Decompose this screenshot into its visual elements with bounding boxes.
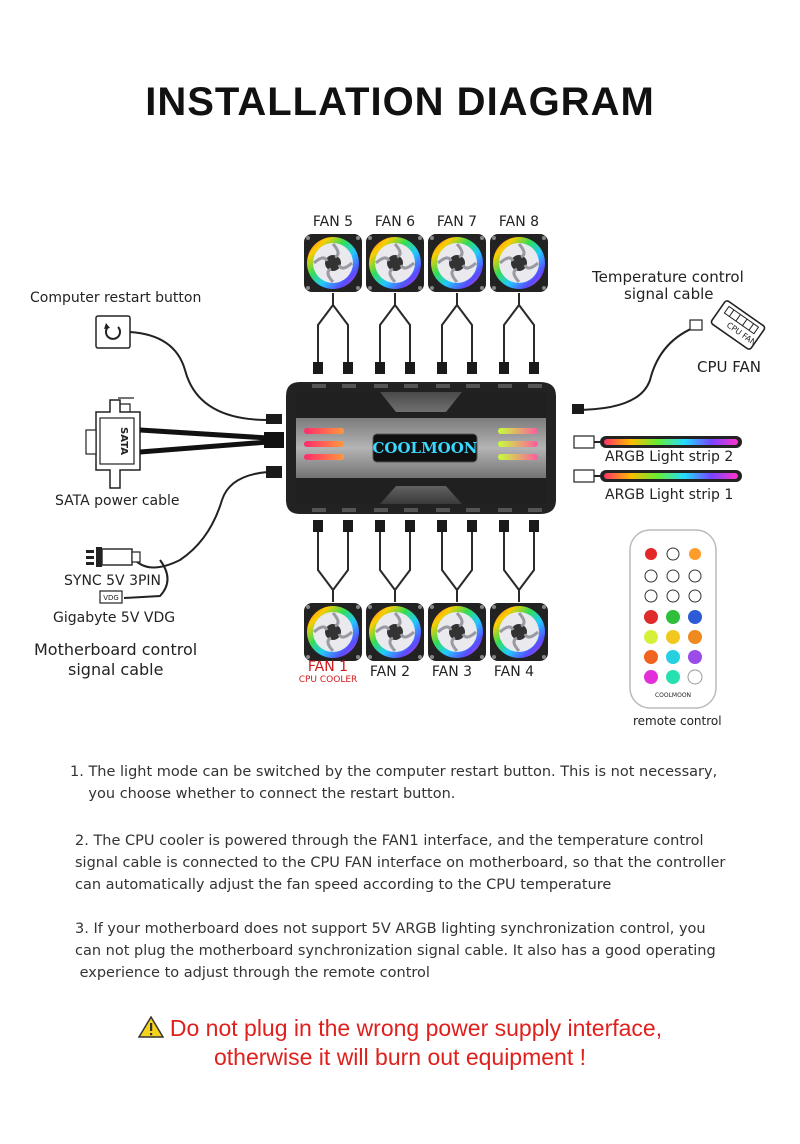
fan-1-label: FAN 1 — [307, 659, 349, 675]
restart-button-icon — [95, 315, 131, 349]
argb-strip-2-icon — [573, 435, 742, 449]
sync-hub-plug — [266, 466, 282, 478]
bottom-fan-connectors — [313, 520, 539, 532]
top-fan-cables — [317, 293, 535, 362]
motherboard-label-1: Motherboard control — [34, 640, 198, 659]
fan-2-label: FAN 2 — [369, 664, 411, 680]
argb-strip-2-label: ARGB Light strip 2 — [605, 449, 734, 465]
hub-brand: COOLMOON — [372, 439, 477, 457]
sync-label: SYNC 5V 3PIN — [64, 573, 162, 589]
warning-line-2: otherwise it will burn out equipment ! — [213, 1043, 587, 1070]
warning-line-1-text: Do not plug in the wrong power supply in… — [169, 1015, 663, 1041]
motherboard-label-2: signal cable — [68, 660, 164, 679]
top-fan-connectors — [313, 362, 539, 374]
fan-6-label: FAN 6 — [374, 214, 416, 230]
sata-cable — [139, 427, 269, 441]
fan-6-icon — [364, 232, 426, 294]
sata-connector-icon — [85, 397, 141, 489]
fan-8-icon — [488, 232, 550, 294]
fan-2-icon — [364, 601, 426, 663]
remote-control-label: remote control — [633, 714, 722, 728]
note-2: 2. The CPU cooler is powered through the… — [75, 830, 755, 896]
sync-connector-icon — [86, 547, 141, 567]
controller-hub — [286, 382, 556, 514]
vdg-connector-icon — [99, 590, 123, 604]
page-title: INSTALLATION DIAGRAM — [145, 80, 655, 124]
fan-8-label: FAN 8 — [498, 214, 540, 230]
warning-triangle-icon — [137, 1015, 165, 1044]
fan-5-label: FAN 5 — [312, 214, 354, 230]
temp-hub-plug — [572, 404, 584, 414]
fan-3-icon — [426, 601, 488, 663]
warning-message: Do not plug in the wrong power supply in… — [0, 1015, 800, 1071]
temp-cable-label-1: Temperature control — [592, 268, 744, 286]
sata-cable-2 — [139, 439, 269, 455]
fan-5-icon — [302, 232, 364, 294]
gigabyte-label: Gigabyte 5V VDG — [53, 610, 176, 626]
note-2-line-1: 2. The CPU cooler is powered through the… — [75, 833, 704, 849]
bottom-fan-cables — [317, 532, 535, 602]
remote-control-icon — [629, 529, 717, 709]
note-2-line-3: can automatically adjust the fan speed a… — [75, 877, 612, 893]
fan-7-icon — [426, 232, 488, 294]
note-1-line-2: you choose whether to connect the restar… — [70, 786, 456, 802]
temp-cable-label-2: signal cable — [624, 285, 714, 303]
note-1: 1. The light mode can be switched by the… — [70, 761, 750, 805]
restart-button-label: Computer restart button — [30, 290, 202, 306]
sata-hub-plug — [264, 432, 284, 448]
note-2-line-2: signal cable is connected to the CPU FAN… — [75, 855, 726, 871]
cpu-fan-label: CPU FAN — [697, 358, 761, 376]
sync-cable — [134, 471, 269, 569]
cpu-fan-header-icon — [710, 300, 766, 350]
fan-7-label: FAN 7 — [436, 214, 478, 230]
note-3-line-3: experience to adjust through the remote … — [75, 965, 430, 981]
fan-4-label: FAN 4 — [493, 664, 535, 680]
note-1-line-1: 1. The light mode can be switched by the… — [70, 764, 718, 780]
fan-1-icon — [302, 601, 364, 663]
temp-signal-cable — [574, 325, 699, 411]
sata-icon-label: SATA — [118, 427, 129, 455]
argb-strip-1-icon — [573, 469, 742, 483]
temp-cable-connector — [689, 319, 703, 331]
fan-3-label: FAN 3 — [431, 664, 473, 680]
warning-line-1: Do not plug in the wrong power supply in… — [0, 1015, 800, 1044]
note-3-line-2: can not plug the motherboard synchroniza… — [75, 943, 716, 959]
argb-strip-1-label: ARGB Light strip 1 — [605, 487, 734, 503]
restart-connector — [266, 414, 282, 424]
sata-label: SATA power cable — [55, 493, 180, 509]
fan-1-sub-label: CPU COOLER — [298, 675, 358, 685]
sync-cable-2 — [123, 559, 169, 599]
fan-4-icon — [488, 601, 550, 663]
note-3: 3. If your motherboard does not support … — [75, 918, 755, 984]
note-3-line-1: 3. If your motherboard does not support … — [75, 921, 706, 937]
remote-brand: COOLMOON — [655, 692, 691, 699]
vdg-tag-label: VDG — [103, 594, 119, 602]
restart-cable — [129, 331, 269, 421]
